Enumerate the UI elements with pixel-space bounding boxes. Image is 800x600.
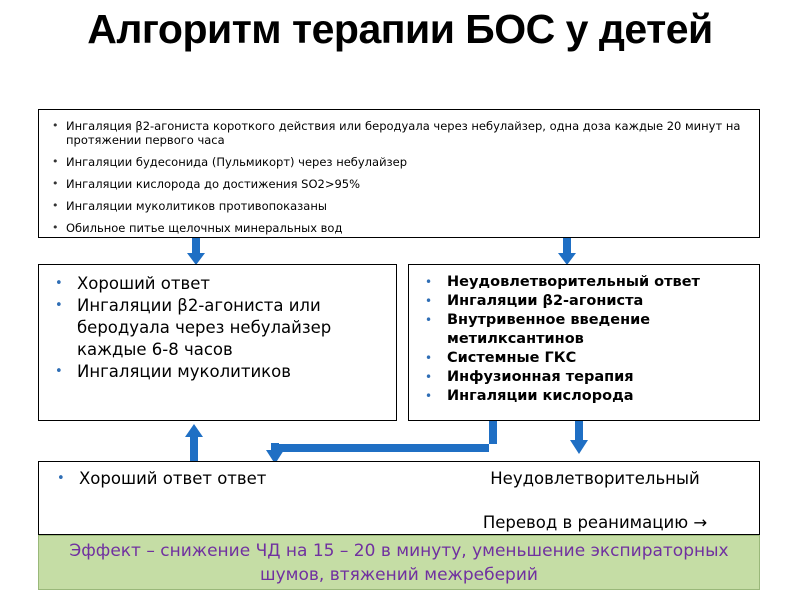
arrow-bad-to-outcome-elbow bbox=[265, 421, 505, 465]
list-item: Хороший ответ bbox=[47, 273, 390, 295]
page-title: Алгоритм терапии БОС у детей bbox=[87, 6, 713, 52]
list-item: Ингаляции муколитиков противопоказаны bbox=[49, 199, 747, 213]
list-item: Инфузионная терапия bbox=[417, 368, 753, 387]
list-item: Системные ГКС bbox=[417, 349, 753, 368]
list-item: Внутривенное введение метилксантинов bbox=[417, 311, 753, 349]
unsatisfactory-response-list: Неудовлетворительный ответ Ингаляции β2-… bbox=[417, 273, 753, 406]
list-item: Обильное питье щелочных минеральных вод bbox=[49, 221, 747, 235]
outcome-good-label: Хороший ответ ответ bbox=[49, 468, 409, 490]
list-item: Ингаляции β2-агониста или беродуала чере… bbox=[47, 295, 390, 361]
unsatisfactory-response-box: Неудовлетворительный ответ Ингаляции β2-… bbox=[408, 264, 760, 421]
list-item: Ингаляции муколитиков bbox=[47, 361, 390, 383]
effect-box: Эффект – снижение ЧД на 15 – 20 в минуту… bbox=[38, 535, 760, 590]
list-item: Неудовлетворительный ответ bbox=[417, 273, 753, 292]
transfer-to-icu-label: Перевод в реанимацию → bbox=[482, 513, 708, 532]
list-item: Ингаляции кислорода bbox=[417, 387, 753, 406]
arrow-bad-to-outcome-right bbox=[569, 421, 589, 455]
outcome-bad-label: Неудовлетворительный bbox=[490, 469, 700, 488]
initial-therapy-box: Ингаляция β2-агониста короткого действия… bbox=[38, 109, 760, 238]
initial-therapy-list: Ингаляция β2-агониста короткого действия… bbox=[49, 119, 747, 235]
arrow-top-to-good bbox=[186, 238, 206, 266]
arrow-top-to-bad bbox=[557, 238, 577, 266]
good-response-list: Хороший ответ Ингаляции β2-агониста или … bbox=[47, 273, 390, 383]
arrow-good-to-outcome bbox=[184, 424, 204, 462]
list-item: Ингаляция β2-агониста короткого действия… bbox=[49, 119, 747, 147]
effect-text: Эффект – снижение ЧД на 15 – 20 в минуту… bbox=[69, 540, 729, 585]
list-item: Ингаляции β2-агониста bbox=[417, 292, 753, 311]
good-response-box: Хороший ответ Ингаляции β2-агониста или … bbox=[38, 264, 397, 421]
list-item: Ингаляции будесонида (Пульмикорт) через … bbox=[49, 155, 747, 169]
outcome-box: Хороший ответ ответ Неудовлетворительный… bbox=[38, 461, 760, 535]
list-item: Ингаляции кислорода до достижения SO2>95… bbox=[49, 177, 747, 191]
